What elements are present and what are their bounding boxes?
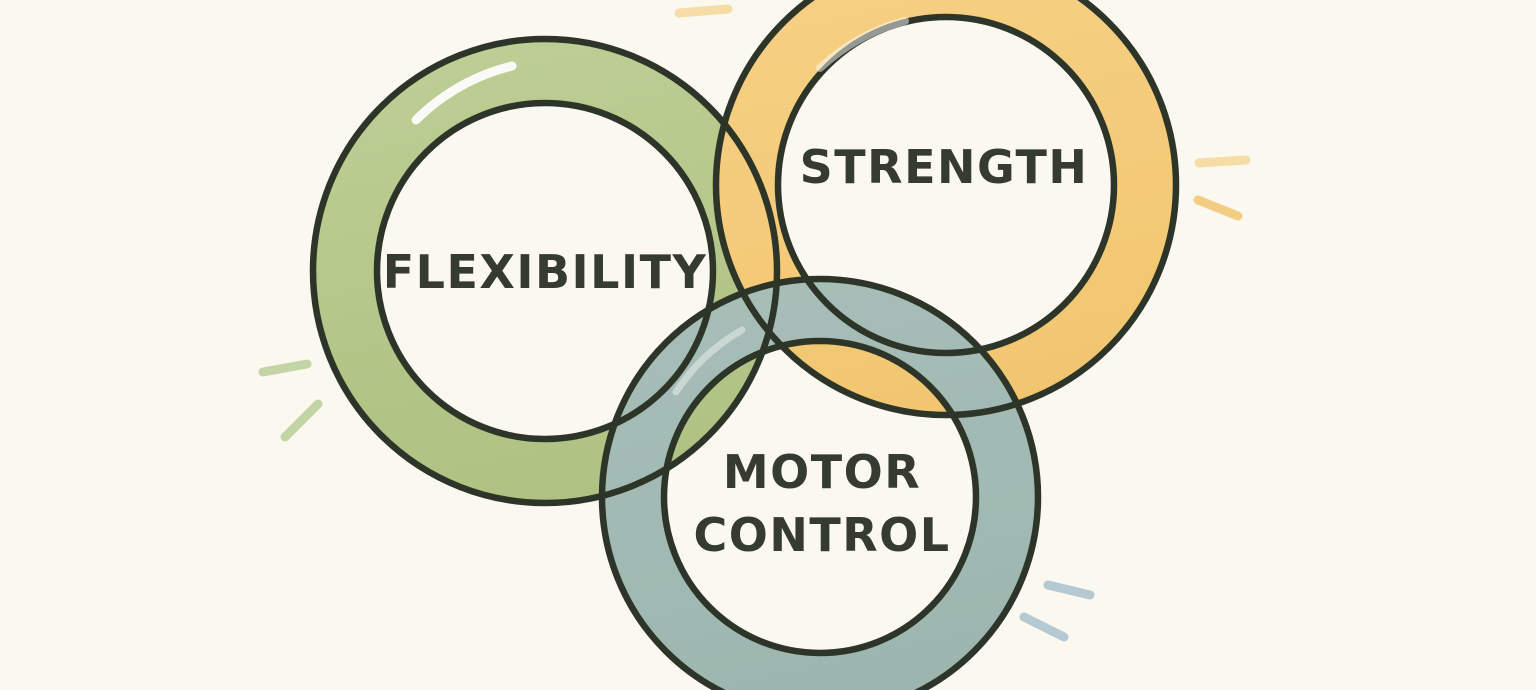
accent-yellow-right-lower-icon: [1193, 195, 1243, 221]
accent-blue-right-lower-icon: [1019, 612, 1069, 642]
ring-strength-inner-outline: [774, 13, 1118, 357]
ring-label-motor-control-line-2: CONTROL: [693, 508, 950, 562]
ring-label-motor-control: MOTOR CONTROL: [693, 445, 950, 562]
accent-yellow-top-icon: [674, 4, 733, 18]
ring-flexibility-outer-outline: [309, 35, 781, 507]
accent-green-lower-left-icon: [280, 399, 323, 442]
ring-strength-outer-outline: [712, 0, 1180, 419]
ring-label-flexibility: FLEXIBILITY: [383, 245, 708, 299]
gloss-motor-control-icon: [672, 326, 746, 396]
accent-blue-right-upper-icon: [1043, 580, 1095, 600]
ring-label-strength: STRENGTH: [800, 140, 1089, 194]
accent-green-upper-left-icon: [258, 359, 312, 377]
ring-motor-control-outer-outline: [598, 275, 1042, 690]
ring-motor-control-inner-outline: [660, 337, 980, 657]
accent-marks-group: [258, 4, 1251, 642]
gloss-strength-icon: [816, 17, 909, 72]
ring-flexibility-inner-outline: [373, 99, 717, 443]
accent-yellow-right-upper-icon: [1194, 155, 1251, 168]
ring-label-motor-control-line-1: MOTOR: [723, 445, 921, 499]
gloss-flexibility-icon: [411, 61, 517, 125]
